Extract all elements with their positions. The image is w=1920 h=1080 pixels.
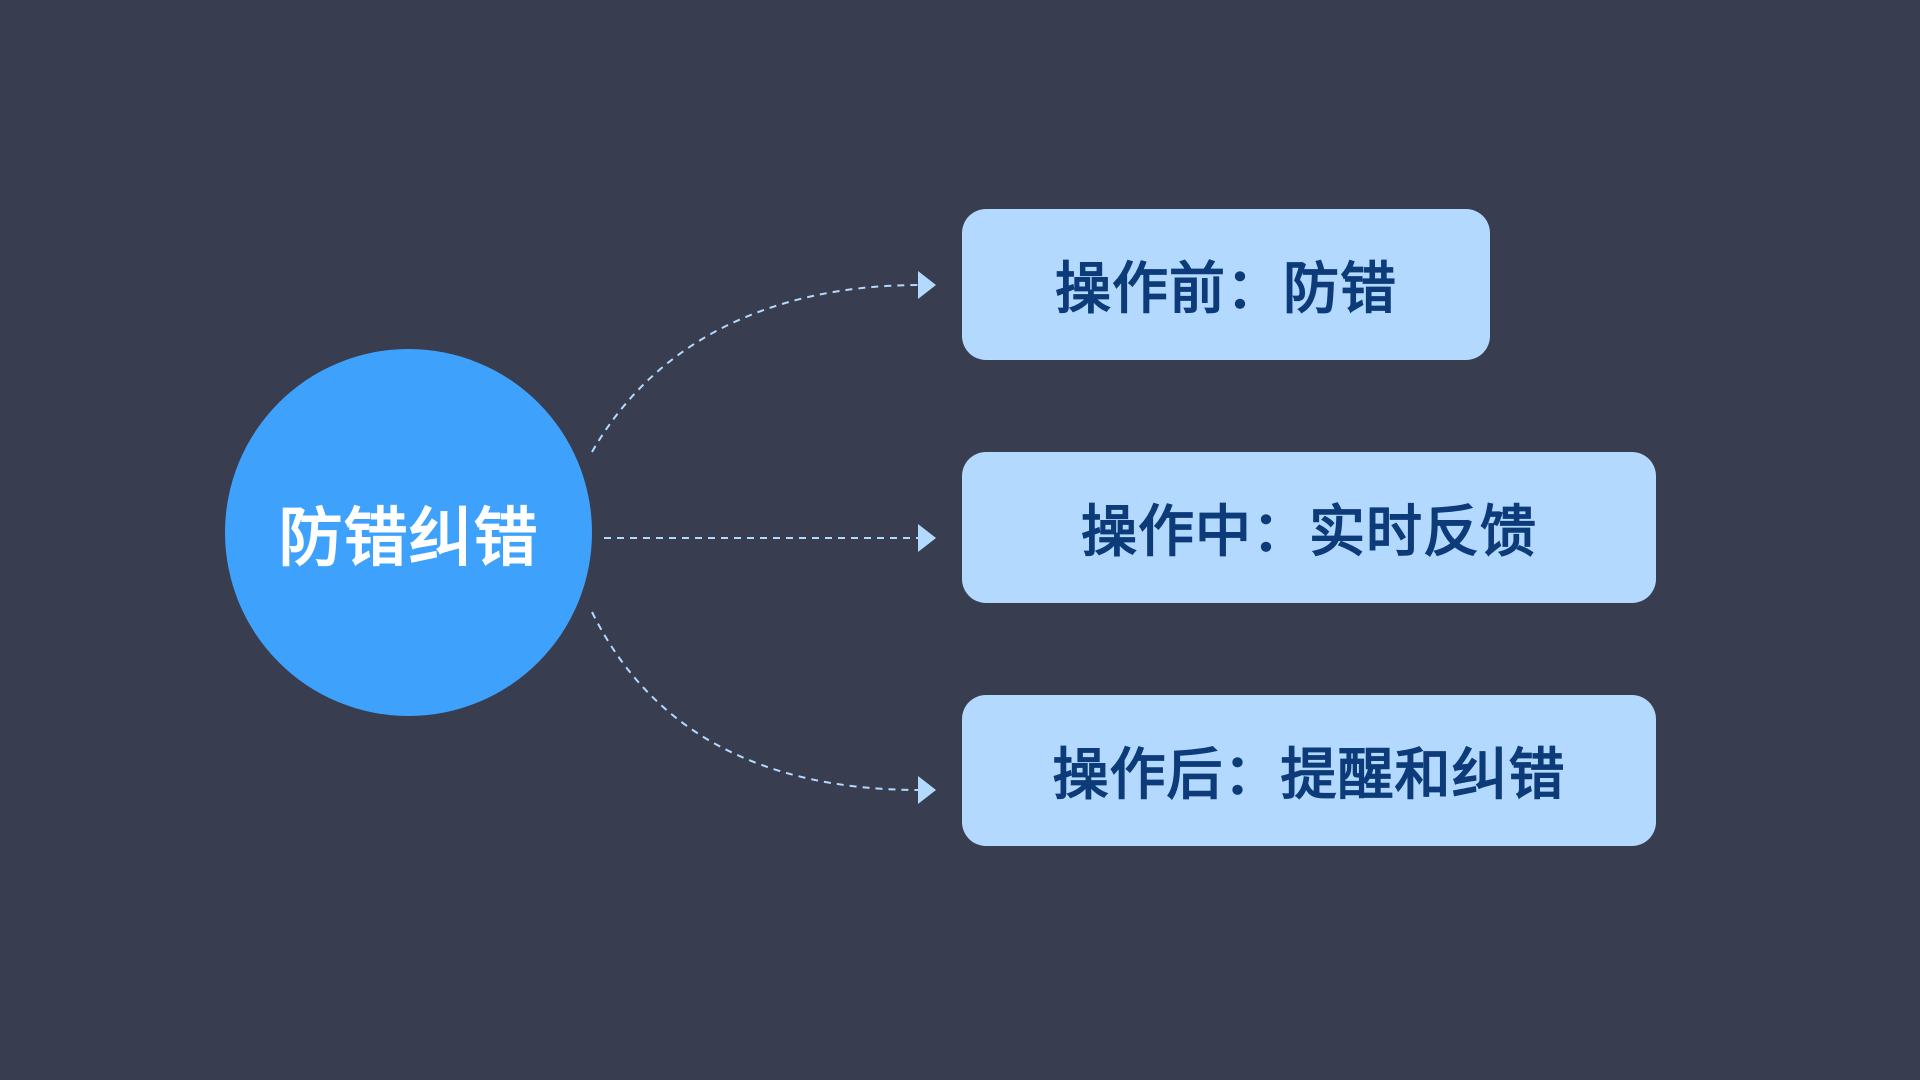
stage-label-during: 操作中：实时反馈 [1081,499,1537,565]
stage-label-after: 操作后：提醒和纠错 [1052,742,1566,808]
center-label: 防错纠错 [278,500,539,576]
arrow-top-icon [918,271,936,299]
arrow-middle-icon [918,524,936,552]
stage-box-before: 操作前：防错 [962,209,1490,360]
arrow-bottom-icon [918,776,936,804]
stage-box-during: 操作中：实时反馈 [962,452,1656,603]
stage-box-after: 操作后：提醒和纠错 [962,695,1656,846]
connector-top [591,284,921,453]
stage-label-before: 操作前：防错 [1055,256,1397,322]
center-node: 防错纠错 [225,349,592,716]
connector-bottom [591,611,921,791]
